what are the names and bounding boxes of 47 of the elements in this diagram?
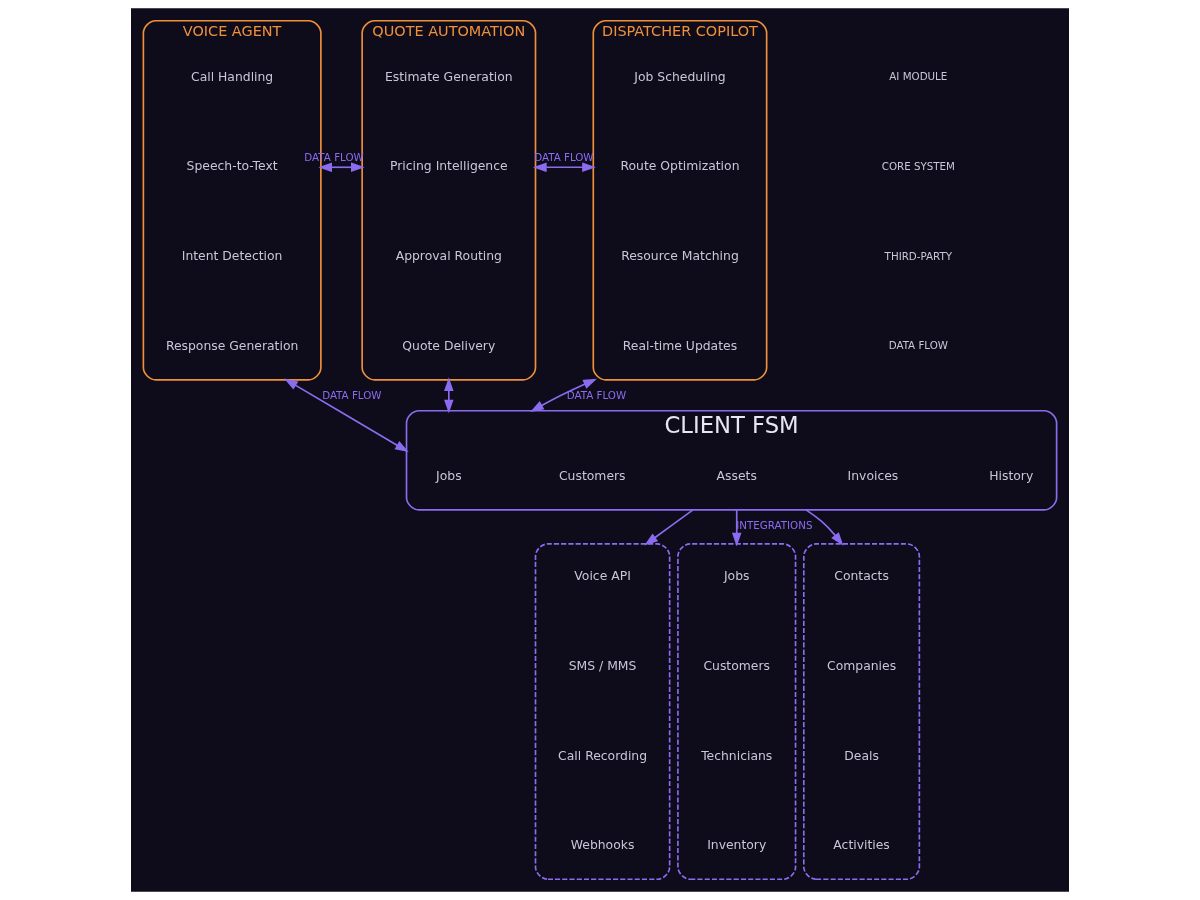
legend-label: DATA FLOW: [888, 339, 949, 352]
node-text: Quote Delivery: [402, 339, 496, 354]
node-text: SMS / MMS: [568, 658, 637, 673]
node-text: Jobs: [436, 469, 462, 484]
node-text: Call Handling: [191, 69, 274, 84]
cluster: [534, 543, 671, 881]
edge-label: INTEGRATIONS: [736, 519, 813, 532]
node-text: Technicians: [701, 748, 773, 763]
cluster: [677, 543, 797, 881]
node-text: Call Recording: [558, 748, 648, 763]
legend-label: AI MODULE: [889, 70, 948, 83]
cluster: [802, 543, 921, 881]
arrow: [731, 509, 742, 547]
node-text: Response Generation: [165, 339, 299, 354]
arrow: [644, 509, 694, 546]
node-text: Intent Detection: [181, 249, 283, 264]
node-text: Inventory: [707, 838, 767, 853]
node-text: Customers: [558, 469, 626, 484]
edge-label: DATA FLOW: [566, 389, 627, 402]
node-text: Webhooks: [570, 838, 635, 853]
node-text: History: [989, 469, 1034, 484]
arrow: [530, 378, 597, 413]
node-text: Job Scheduling: [634, 69, 726, 84]
node-text: Invoices: [847, 469, 899, 484]
node-text: Voice API: [574, 569, 631, 584]
node-text: Customers: [703, 658, 771, 673]
node-text: Approval Routing: [395, 249, 502, 264]
node-text: Assets: [716, 469, 757, 484]
node-text: Activities: [833, 838, 890, 853]
legend-label: THIRD-PARTY: [884, 249, 953, 262]
node-text: Resource Matching: [621, 249, 739, 264]
arrow: [805, 509, 844, 546]
node-text: Deals: [844, 748, 879, 763]
node-text: Real-time Updates: [622, 339, 738, 354]
node-text: Route Optimization: [620, 159, 740, 174]
node-text: Pricing Intelligence: [390, 159, 508, 174]
arrow: [284, 378, 409, 453]
arrow: [533, 162, 596, 173]
arrow: [444, 377, 454, 414]
node-text: Jobs: [723, 569, 750, 584]
node-text: Estimate Generation: [385, 69, 513, 84]
node-text: Companies: [827, 658, 897, 673]
legend-label: CORE SYSTEM: [881, 159, 955, 172]
arrow: [318, 162, 365, 173]
node-text: Contacts: [834, 569, 889, 584]
edge-label: DATA FLOW: [322, 389, 382, 402]
node-text: Speech-to-Text: [186, 159, 278, 174]
